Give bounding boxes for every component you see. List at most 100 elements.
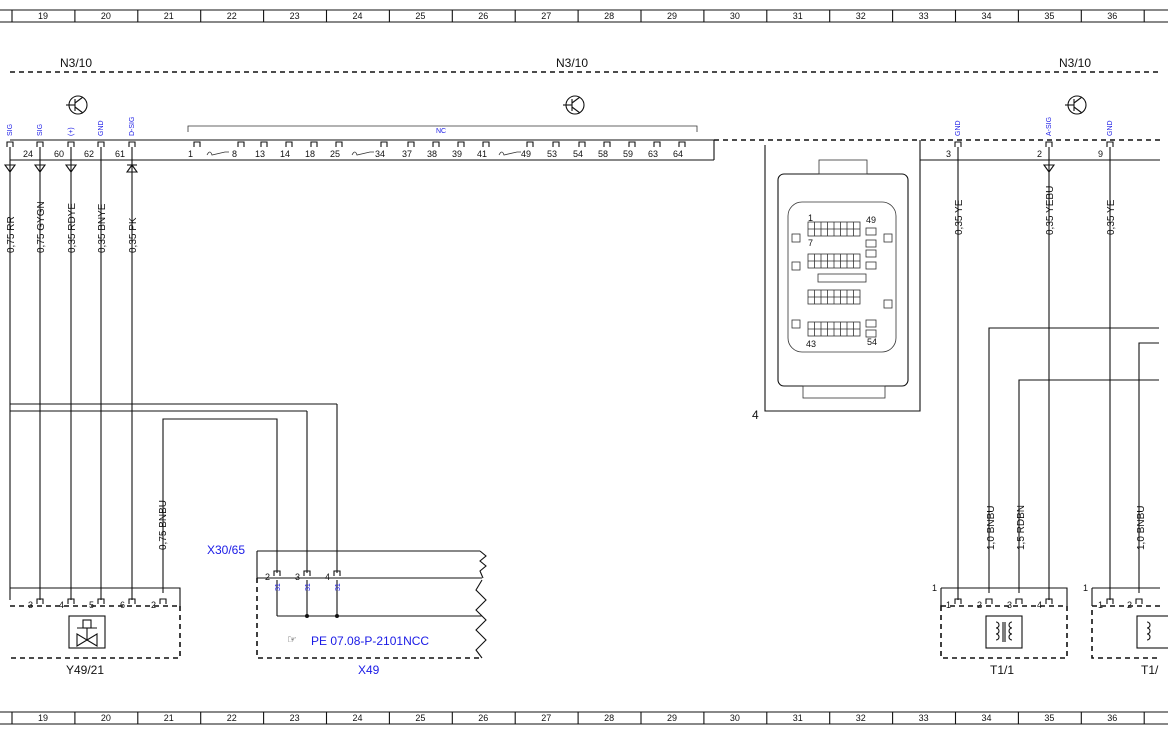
wire-label: 0,35 BNYE (97, 203, 108, 253)
pin-number: 2 (151, 600, 156, 610)
reference-link[interactable]: PE 07.08-P-2101NCC (311, 634, 429, 648)
face-pin-label: 43 (806, 339, 816, 349)
pin-marker (36, 598, 44, 604)
pin-marker (97, 141, 105, 147)
signal-type-label: SIG (37, 124, 44, 136)
pin-marker (1106, 141, 1114, 147)
ruler-column-label: 28 (604, 713, 614, 723)
wire-label: 0,75 BNBU (158, 500, 169, 550)
ruler-column-label: 31 (793, 713, 803, 723)
pin-number: 54 (573, 149, 583, 159)
pin-number: 25 (330, 149, 340, 159)
ruler-column-label: 34 (981, 11, 991, 21)
pin-block (807, 289, 861, 305)
pin-number: 6 (120, 600, 125, 610)
ruler-column-label: 23 (290, 11, 300, 21)
ruler-column-label: 29 (667, 11, 677, 21)
ruler-column-label: 35 (1044, 11, 1054, 21)
bridge-icon (498, 151, 521, 156)
pin-marker (128, 141, 136, 147)
ruler-column-label: 29 (667, 713, 677, 723)
pin-marker (954, 141, 962, 147)
ruler-column-label: 28 (604, 11, 614, 21)
pin-marker (128, 598, 136, 604)
pin-marker (457, 141, 465, 147)
wire-label: 0,35 YEBU (1045, 186, 1056, 235)
ruler-column-label: 36 (1107, 11, 1117, 21)
ruler-column-label: 32 (856, 713, 866, 723)
signal-type-label: (+) (68, 127, 75, 136)
pin-block (807, 253, 861, 269)
pin-marker (985, 598, 993, 604)
wire-label: 0,35 YE (954, 199, 965, 235)
ruler-column-label: 34 (981, 713, 991, 723)
ruler-column-label: 27 (541, 11, 551, 21)
connector-view-label: 4 (752, 408, 759, 422)
ruler-column-label: 20 (101, 11, 111, 21)
pin-number: 13 (255, 149, 265, 159)
ruler-column-label: 25 (415, 713, 425, 723)
pin-number: 38 (427, 149, 437, 159)
sub-pin-label: 31 (335, 583, 342, 591)
pin-marker (303, 570, 311, 576)
pin-number: 1 (1098, 600, 1103, 610)
pin-number: 2 (1037, 149, 1042, 159)
ruler-column-label: 26 (478, 713, 488, 723)
pin-marker (260, 141, 268, 147)
pin-number: 2 (1127, 600, 1132, 610)
splice-label: X30/65 (207, 543, 245, 557)
control-unit-boundary: N3/10 N3/10 N3/10 (10, 56, 1160, 161)
ruler-column-label: 25 (415, 11, 425, 21)
bridge-icon (351, 151, 374, 156)
wire-label: 0,75 GYGN (36, 201, 47, 253)
sub-pin-label: 31 (275, 583, 282, 591)
transformer-icon (1136, 615, 1168, 649)
pin-number: 1 (946, 600, 951, 610)
pin-marker (36, 141, 44, 147)
pin-marker (552, 141, 560, 147)
top-ruler: 19202122232425262728293031323334353637 (0, 9, 1168, 23)
pin-marker (285, 141, 293, 147)
signal-type-label: SIG (7, 124, 14, 136)
sub-pin-label: 31 (305, 583, 312, 591)
pin-marker (1045, 598, 1053, 604)
pin-marker (67, 141, 75, 147)
ruler-column-label: 33 (919, 713, 929, 723)
ruler-column-label: 26 (478, 11, 488, 21)
face-pin-label: 1 (808, 213, 813, 223)
ruler-column-label: 21 (164, 11, 174, 21)
pin-number: 3 (1007, 600, 1012, 610)
nc-label: NC (436, 128, 446, 135)
component-label: T1/1 (990, 663, 1014, 677)
pin-marker (678, 141, 686, 147)
pin-number: 4 (59, 600, 64, 610)
pin-number: 34 (375, 149, 385, 159)
pin-marker (407, 141, 415, 147)
pin-number: 63 (648, 149, 658, 159)
transformer-icon (985, 615, 1023, 649)
pin-number: 4 (1037, 600, 1042, 610)
signal-type-label: D-SIG (129, 117, 136, 136)
pin-marker (578, 141, 586, 147)
ruler-column-label: 20 (101, 713, 111, 723)
module-label-right: N3/10 (1059, 56, 1091, 70)
pin-marker (335, 141, 343, 147)
pin-block (807, 321, 861, 337)
ruler-column-label: 32 (856, 11, 866, 21)
signal-pin: (+)600,35 RDYE (54, 127, 78, 600)
bottom-ruler: 19202122232425262728293031323334353637 (0, 711, 1168, 725)
pin-marker (1015, 598, 1023, 604)
pin-marker (653, 141, 661, 147)
ruler-column-label: 33 (919, 11, 929, 21)
pin-number: 58 (598, 149, 608, 159)
ruler-column-label: 27 (541, 713, 551, 723)
ruler-column-label: 23 (290, 713, 300, 723)
